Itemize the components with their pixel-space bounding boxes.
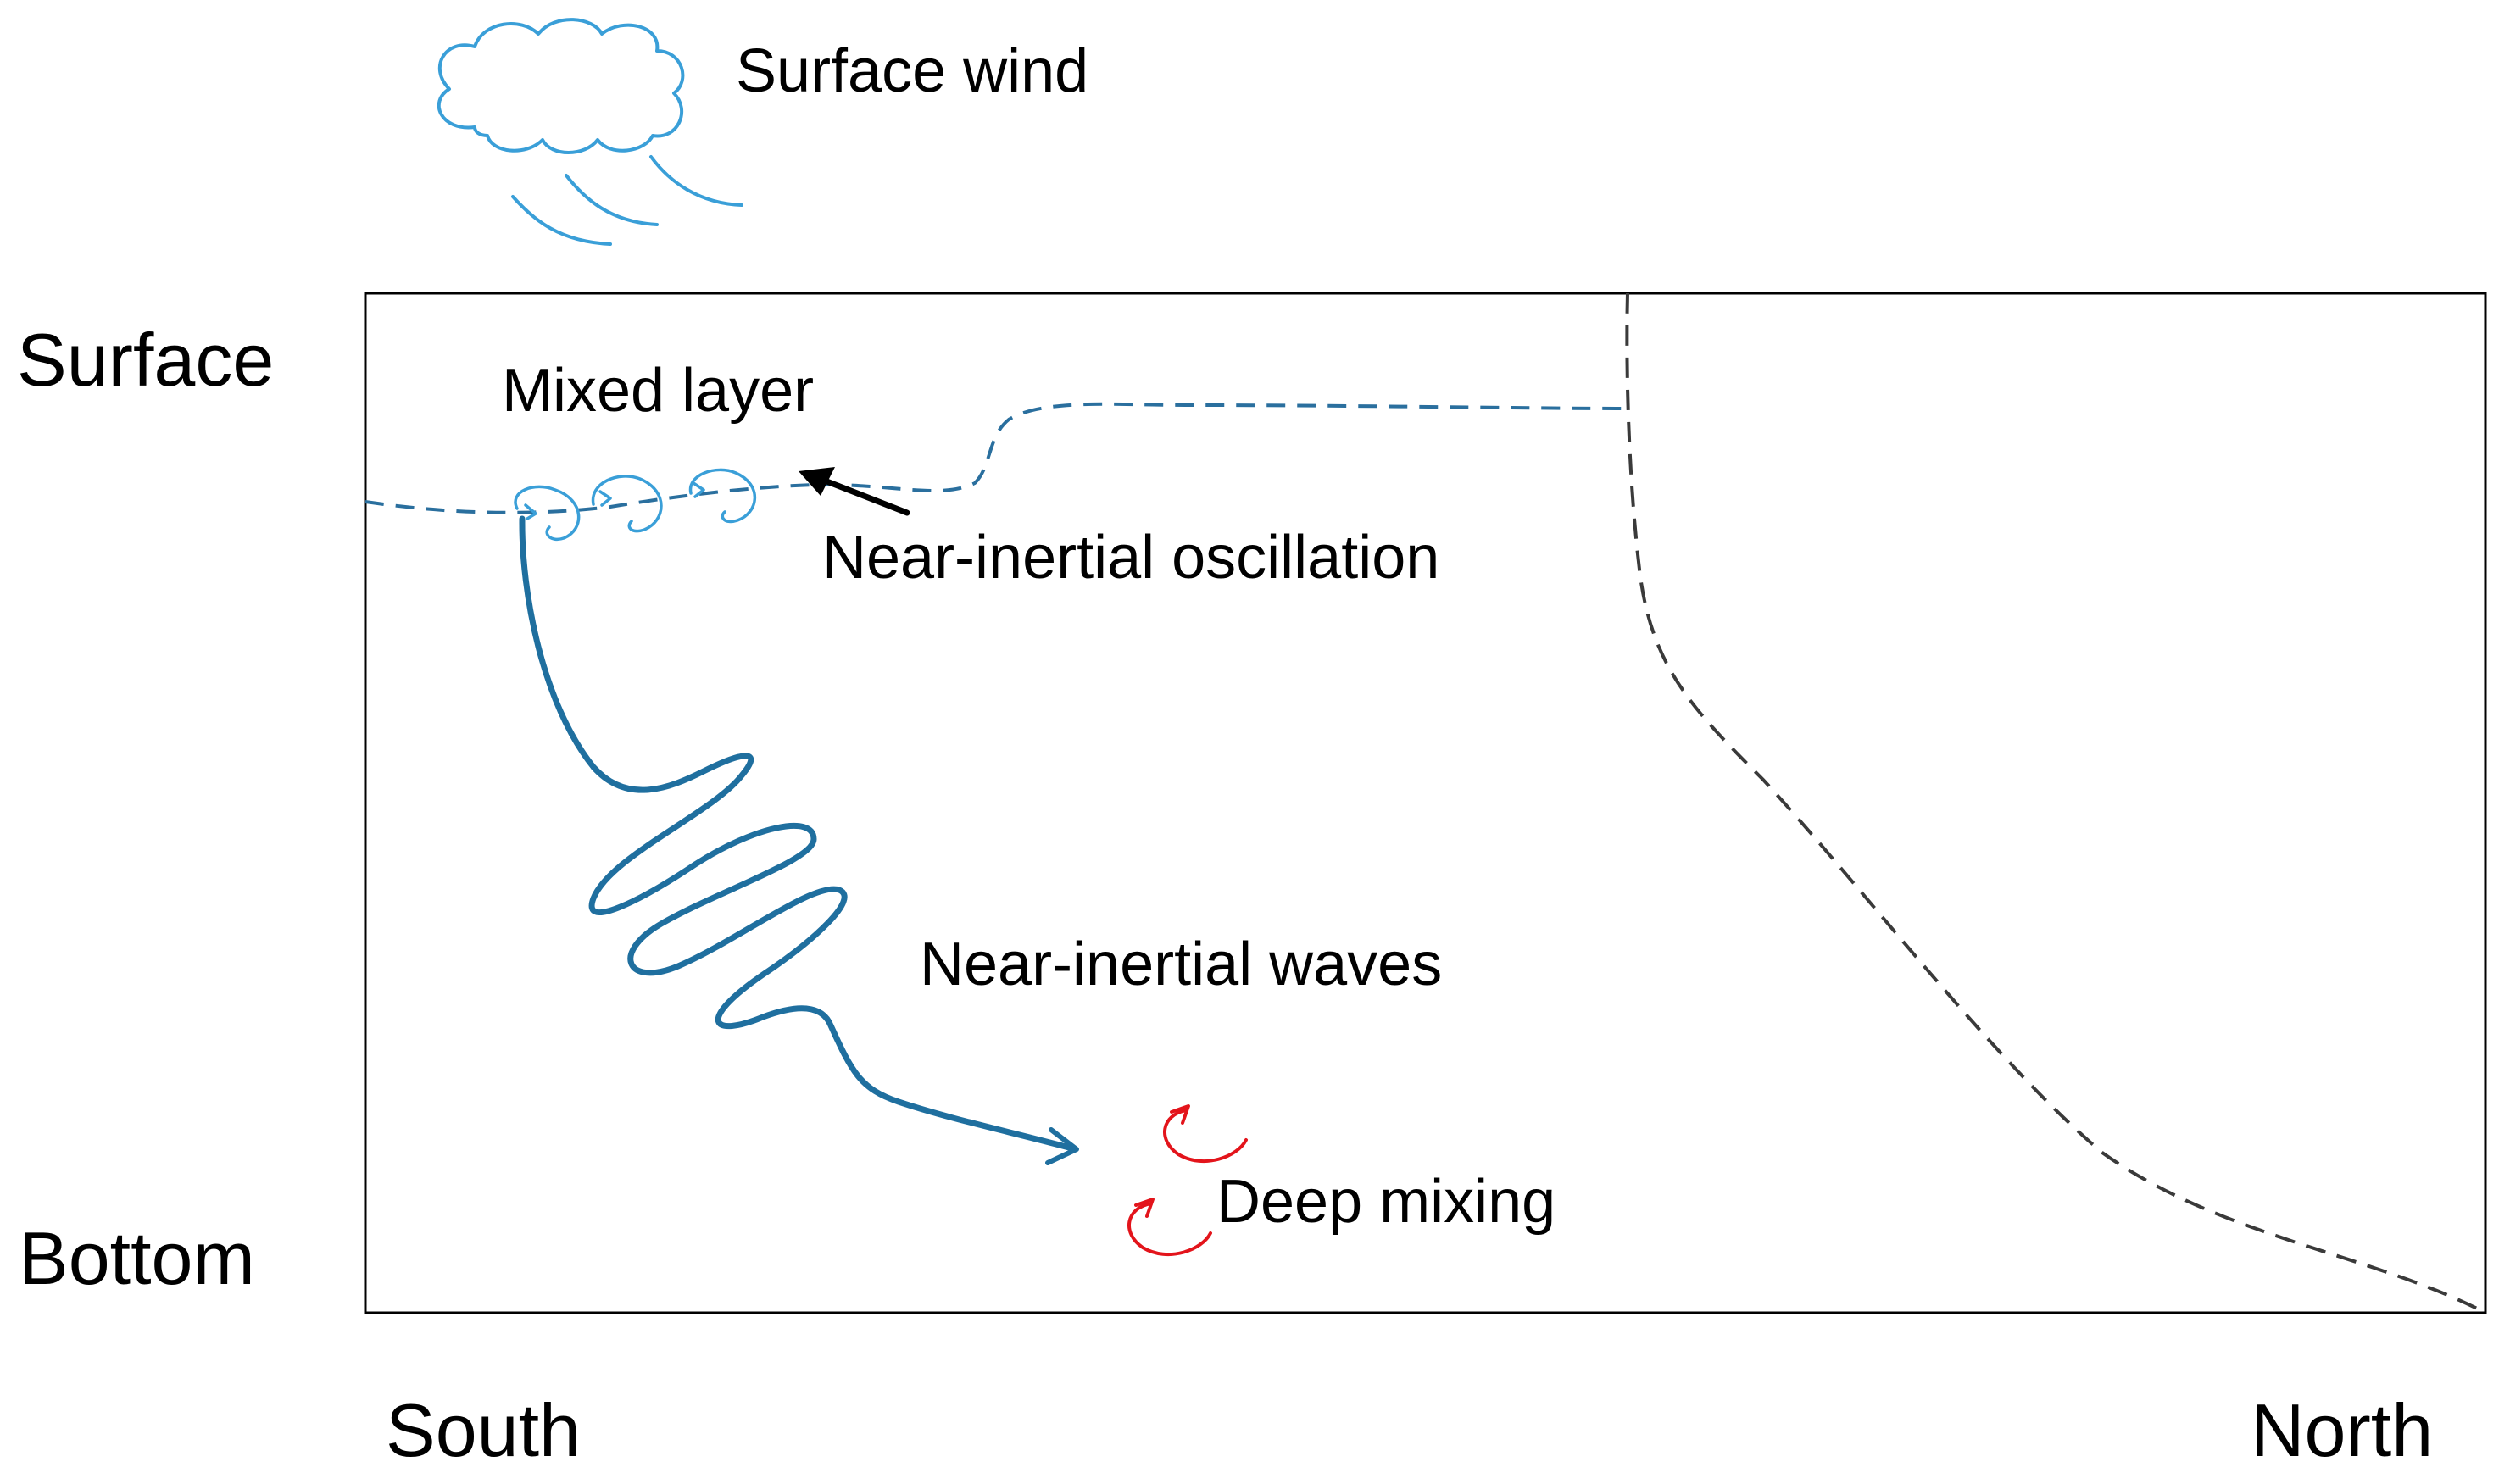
mixed-layer-label: Mixed layer: [502, 357, 814, 425]
near-inertial-waves-path: [519, 515, 1076, 1152]
wind-lines-icon: [511, 155, 743, 246]
front-boundary: [1625, 292, 2486, 1314]
deep-mixing-label: Deep mixing: [1216, 1168, 1556, 1236]
oscillation-arrow: [799, 467, 910, 516]
near-inertial-oscillation-label: Near-inertial oscillation: [822, 524, 1439, 592]
near-inertial-waves-label: Near-inertial waves: [920, 931, 1442, 998]
oscillation-loops-icon: [514, 468, 757, 541]
cloud-icon: [437, 18, 685, 154]
north-label: North: [2251, 1388, 2433, 1472]
south-label: South: [386, 1388, 581, 1472]
ocean-section-frame: [364, 292, 2487, 1314]
mixed-layer-boundary: [365, 402, 1628, 514]
bottom-label: Bottom: [19, 1216, 255, 1300]
eddy-icon: [1127, 1104, 1248, 1256]
waves-arrowhead: [1045, 1127, 1079, 1165]
surface-label: Surface: [17, 318, 274, 402]
surface-wind-label: Surface wind: [736, 37, 1088, 105]
